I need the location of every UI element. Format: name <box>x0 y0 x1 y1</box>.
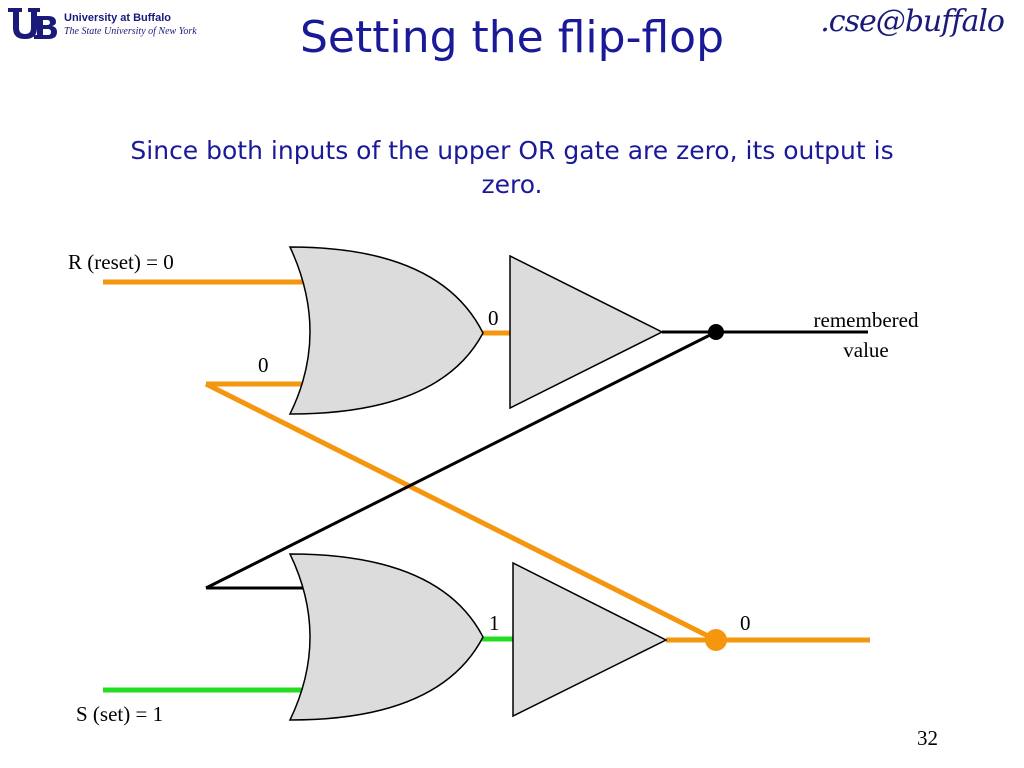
cse-buffalo-logo: .cse@buffalo <box>820 4 1005 39</box>
lower-inverter <box>512 561 668 718</box>
upper-feedback-label: 0 <box>258 353 269 377</box>
upper-inverter <box>509 254 664 410</box>
lower-output-label: 0 <box>740 611 751 635</box>
cross-wire-lower-to-upper <box>205 330 717 590</box>
page-number: 32 <box>917 726 938 750</box>
upper-junction-dot <box>708 324 724 340</box>
slide-subtitle: Since both inputs of the upper OR gate a… <box>130 136 894 199</box>
logo-university-subtitle: The State University of New York <box>64 26 197 37</box>
lower-or-output-label: 1 <box>489 611 500 635</box>
s-input-label: S (set) = 1 <box>76 702 163 726</box>
slide-title: Setting the flip-flop <box>299 12 725 63</box>
upper-or-output-label: 0 <box>488 306 499 330</box>
remembered-value-label-line2: value <box>843 338 888 362</box>
lower-junction-dot <box>705 629 727 651</box>
ub-monogram-icon <box>8 8 57 39</box>
cross-wire-upper-to-lower <box>204 381 718 643</box>
r-input-label: R (reset) = 0 <box>68 250 174 274</box>
logo-university-name: University at Buffalo <box>64 12 171 24</box>
lower-or-gate <box>288 553 484 721</box>
remembered-value-label-line1: remembered <box>814 308 919 332</box>
ub-logo: University at Buffalo The State Universi… <box>6 6 206 42</box>
upper-or-gate <box>288 246 484 415</box>
